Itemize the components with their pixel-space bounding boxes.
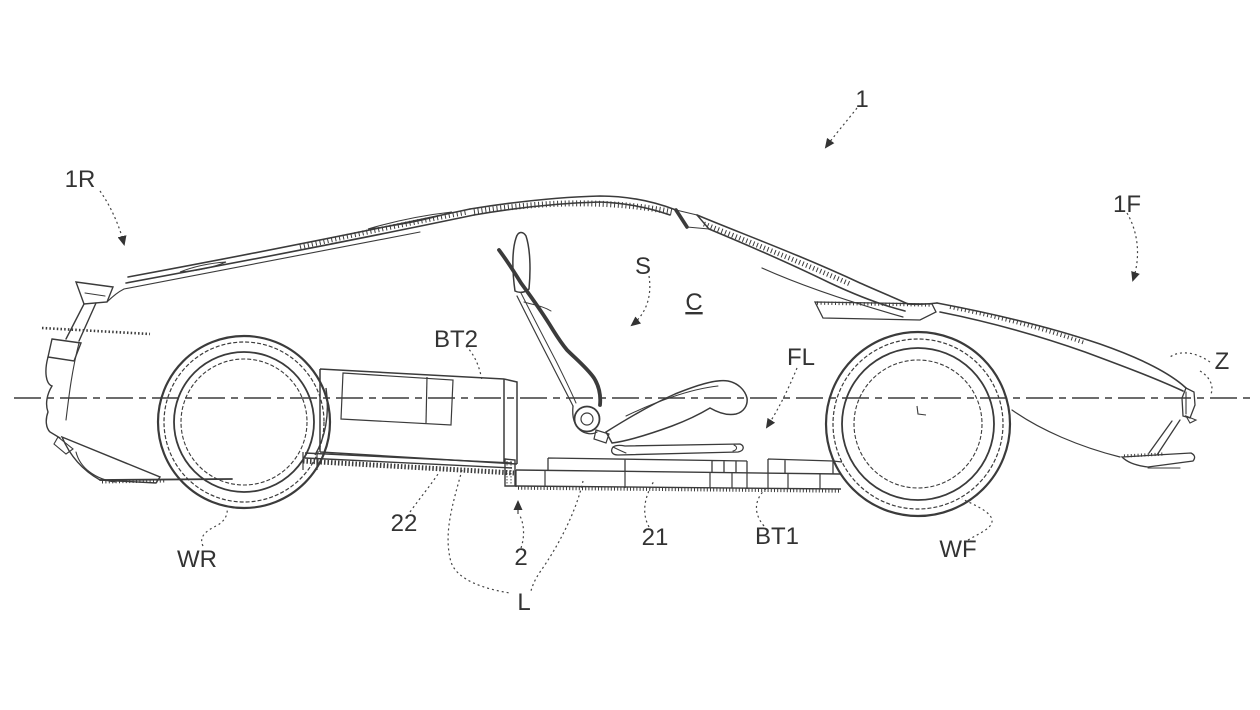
front-hub-mark: [916, 405, 927, 416]
splitter-strut: [1148, 419, 1181, 456]
leader-1: [824, 107, 858, 149]
floor-cushion: [611, 443, 744, 456]
leader-l-right: [530, 480, 584, 592]
tail-fin: [74, 281, 114, 305]
body-outline: [123, 195, 1198, 469]
nose-block: [1181, 387, 1196, 419]
platform-dividers: [515, 470, 821, 489]
label-1f: 1F: [1113, 191, 1141, 218]
leader-fl: [765, 367, 798, 429]
leader-z: [1169, 352, 1211, 363]
leader-bt2: [465, 345, 483, 382]
label-c: C: [685, 289, 702, 316]
leader-22: [409, 473, 439, 513]
leader-2-tail: [519, 515, 525, 549]
label-z: Z: [1215, 348, 1230, 375]
seat-bracket: [593, 429, 610, 444]
label-l: L: [517, 589, 530, 616]
label-s: S: [635, 253, 651, 280]
tail-assembly: [41, 281, 233, 484]
fender-hatch: [949, 305, 1086, 345]
leader-l-left: [447, 469, 511, 594]
tail-shoulder-line: [41, 326, 151, 336]
leader-bt1: [755, 486, 769, 527]
floor-tier-a: [547, 457, 748, 473]
headrest: [512, 231, 531, 294]
deck-seam-rear: [179, 261, 227, 273]
floor-junction: [504, 458, 516, 487]
seat-pan: [605, 379, 748, 444]
seat-pivot: [573, 405, 601, 433]
panel-22-hatch: [302, 458, 515, 476]
leader-s: [630, 275, 651, 327]
leader-wf: [961, 498, 993, 541]
leader-1f: [1126, 212, 1140, 282]
deck-seam-front: [367, 211, 453, 230]
label-bt1: BT1: [755, 523, 799, 550]
bt2-inner-panel: [340, 372, 454, 426]
front-splitter: [1120, 452, 1196, 468]
front-bumper-edge: [1011, 409, 1121, 458]
label-1r: 1R: [65, 166, 96, 193]
floor-structure: [302, 452, 843, 493]
label-22: 22: [391, 510, 418, 537]
leader-lines: [99, 107, 1213, 594]
label-wf: WF: [939, 536, 976, 563]
backrest-bolster: [497, 248, 603, 407]
seat: [497, 231, 748, 456]
label-wr: WR: [177, 546, 217, 573]
roof-hatch: [473, 200, 673, 215]
rear-diffuser: [60, 435, 162, 484]
rear-wheel: [156, 334, 332, 510]
leader-wr: [201, 507, 228, 547]
windshield-hatch: [703, 221, 852, 287]
battery-box-bt1: [767, 458, 843, 474]
window-sill-line: [761, 267, 904, 318]
label-2: 2: [514, 544, 527, 571]
front-wheel: [824, 330, 1012, 518]
tail-pod: [47, 338, 82, 362]
leader-1r: [99, 190, 127, 246]
label-1: 1: [855, 86, 868, 113]
label-bt2: BT2: [434, 326, 478, 353]
header-seam-1: [674, 208, 689, 229]
label-21: 21: [642, 524, 669, 551]
deck-hatch: [299, 209, 469, 250]
leader-z-2: [1199, 370, 1213, 395]
label-fl: FL: [787, 344, 815, 371]
panel-22-end-cap: [302, 452, 318, 470]
battery-box-bt2: [319, 368, 518, 465]
